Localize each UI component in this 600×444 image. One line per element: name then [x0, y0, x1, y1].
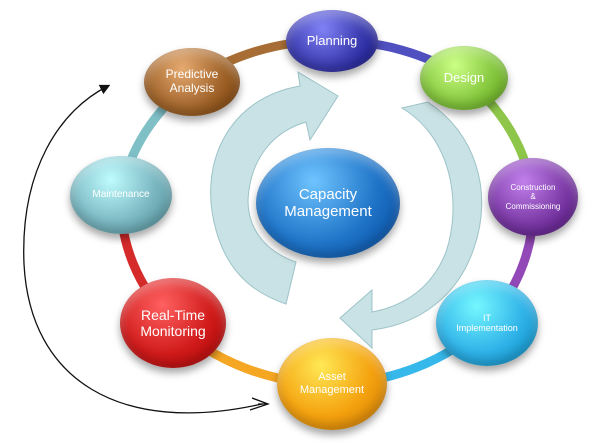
design-node: Design — [420, 46, 508, 110]
asset-label-1: Asset — [318, 371, 346, 384]
planning-node: Planning — [286, 10, 378, 72]
predictive-analysis-node: Predictive Analysis — [144, 48, 240, 116]
it-implementation-node: IT Implementation — [436, 280, 538, 366]
predictive-label-1: Predictive — [165, 67, 219, 82]
real-time-monitoring-node: Real-Time Monitoring — [120, 278, 226, 368]
predictive-label-2: Analysis — [169, 81, 215, 95]
construction-label-2: & — [530, 192, 536, 202]
cycle-arrow-upper — [210, 71, 339, 305]
feedback-arrowhead-bottom — [249, 397, 270, 411]
planning-label: Planning — [306, 32, 358, 48]
construction-label-3: Commissioning — [505, 201, 561, 211]
construction-label-1: Construction — [510, 183, 556, 193]
maintenance-node: Maintenance — [70, 156, 172, 234]
cycle-arrow-lower — [339, 101, 483, 350]
center-line-2: Management — [284, 203, 372, 220]
asset-label-2: Management — [299, 384, 365, 396]
asset-management-node: Asset Management — [277, 338, 387, 430]
capacity-management-node: Capacity Management — [256, 148, 400, 258]
it-label-2: Implementation — [456, 323, 518, 333]
realtime-label-2: Monitoring — [140, 323, 206, 339]
maintenance-label: Maintenance — [92, 189, 150, 201]
design-label: Design — [443, 69, 485, 85]
it-label-1: IT — [483, 312, 491, 323]
center-line-1: Capacity — [298, 185, 358, 203]
construction-commissioning-node: Construction & Commissioning — [488, 158, 578, 236]
realtime-label-1: Real-Time — [140, 306, 206, 323]
feedback-arrow — [23, 84, 263, 414]
